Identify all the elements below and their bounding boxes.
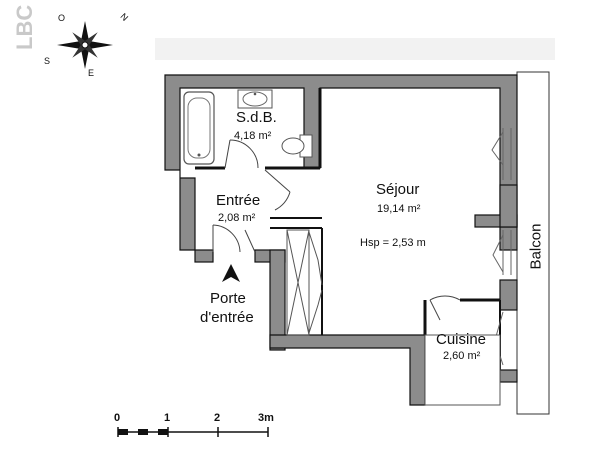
wall-shape <box>194 249 214 263</box>
watermark-logo: LBC <box>12 4 37 50</box>
wardrobe-icon <box>286 229 323 336</box>
room-sejour-hsp: Hsp = 2,53 m <box>360 237 426 249</box>
entrance-label-line1: Porte <box>210 290 246 307</box>
wall-shape <box>499 369 518 383</box>
scale-label-2: 2 <box>214 412 221 424</box>
watermark-band <box>155 38 555 60</box>
wall-shape <box>269 334 426 406</box>
room-entree-name: Entrée <box>216 192 261 209</box>
room-sejour-name: Séjour <box>376 181 420 198</box>
kitchen-counter <box>424 334 501 406</box>
toilet-icon <box>281 134 313 158</box>
room-sdb-name: S.d.B. <box>236 109 277 126</box>
room-cuisine-name: Cuisine <box>436 331 487 348</box>
room-entree-area: 2,08 m² <box>218 212 256 224</box>
door-cuisine <box>429 295 461 301</box>
door-entree <box>264 169 291 193</box>
compass-sud-label: S <box>44 56 51 66</box>
wall-shape <box>499 184 518 228</box>
room-balcon-name: Balcon <box>527 223 545 270</box>
wall-shape <box>499 279 518 311</box>
scale-label-0: 0 <box>114 412 121 424</box>
room-cuisine-area: 2,60 m² <box>443 350 481 362</box>
door-sdb <box>224 139 231 169</box>
entrance-arrow-icon <box>222 264 240 282</box>
room-sejour-area: 19,14 m² <box>377 203 421 215</box>
washbasin-icon <box>237 89 273 109</box>
wall-shape <box>164 74 518 251</box>
compass-est-label: E <box>88 68 95 78</box>
door-swings <box>212 139 461 321</box>
wall-shape <box>269 249 286 351</box>
compass-rose-icon <box>57 21 113 69</box>
bathtub-icon <box>183 91 215 165</box>
room-sdb-area: 4,18 m² <box>234 130 272 142</box>
scale-label-1: 1 <box>164 412 171 424</box>
scale-bar <box>117 427 269 437</box>
entrance-label-line2: d'entrée <box>200 309 254 326</box>
compass-ouest-label: O <box>58 13 66 23</box>
scale-label-3m: 3m <box>258 412 274 424</box>
balcony-outline <box>516 71 550 415</box>
walls <box>164 74 518 406</box>
